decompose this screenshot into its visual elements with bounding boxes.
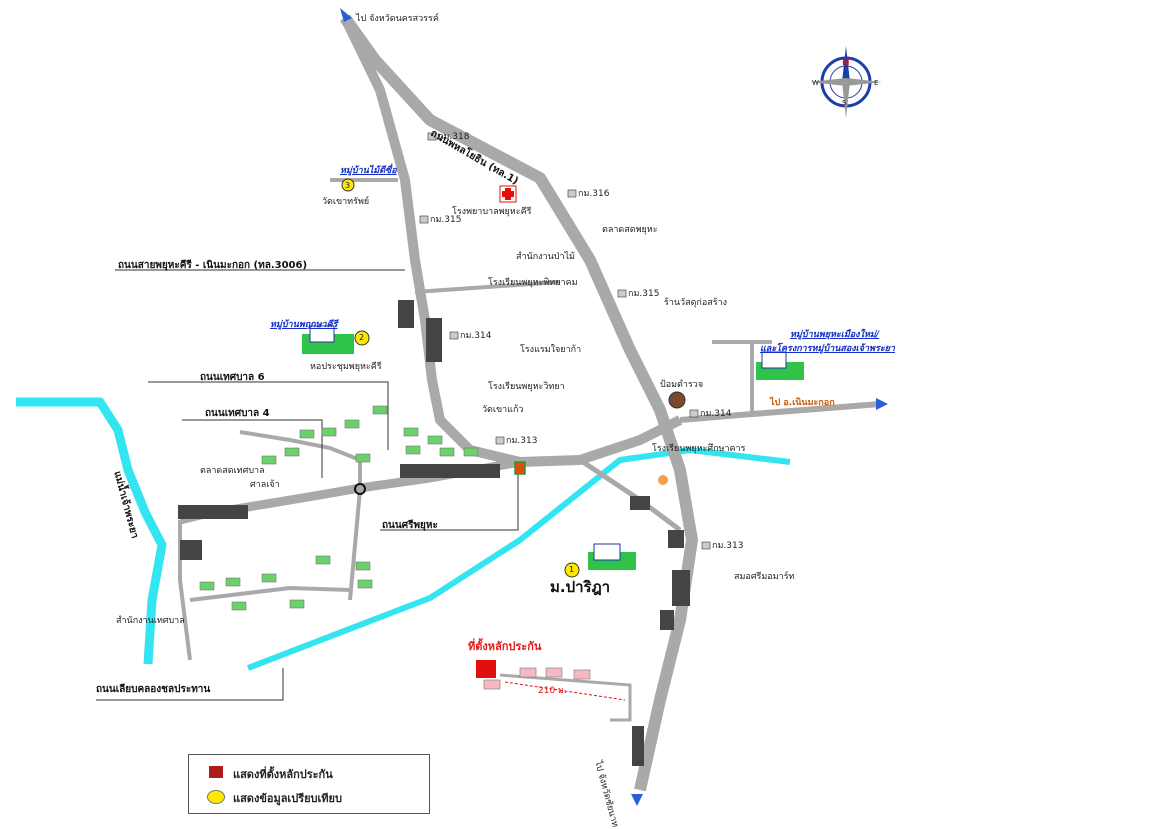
- chao-phraya-river: [16, 397, 167, 665]
- houses-pink: [483, 667, 591, 690]
- road-3006: [414, 280, 561, 294]
- shrine-icon: [658, 475, 668, 485]
- label-office-forest: สำนักงานป่าไม้: [516, 252, 575, 262]
- compass-s-label: S: [842, 99, 847, 107]
- label-supermarket: สมอศรีมอมาร์ท: [734, 572, 795, 582]
- label-num-1: 1: [569, 565, 575, 574]
- label-km315-b: กม.315: [628, 289, 660, 299]
- road-town-south: [189, 585, 351, 602]
- road-town-loop: [239, 430, 362, 601]
- label-km313-a: กม.313: [506, 436, 538, 446]
- compass-w-label: W: [812, 79, 819, 87]
- label-school-3: โรงเรียนพยุหะศึกษาคาร: [652, 444, 746, 454]
- label-market: ตลาดสดพยุหะ: [602, 225, 658, 235]
- label-village-new-2: และโครงการหมู่บ้านสองเจ้าพระยา: [760, 344, 895, 354]
- compass-rose: [810, 46, 882, 118]
- label-km314-b: กม.314: [700, 409, 732, 419]
- label-km315-a: กม.315: [430, 215, 462, 225]
- label-to-north: ไป จังหวัดนครสวรรค์: [356, 14, 439, 24]
- label-shrine: ศาลเจ้า: [250, 480, 280, 490]
- roundabout-icon: [354, 483, 366, 495]
- label-village-3: หมู่บ้านไม้ดีซื่อ: [340, 166, 397, 176]
- label-school-2: โรงเรียนพยุหะวิทยา: [488, 382, 565, 392]
- collateral-marker: [476, 660, 496, 678]
- label-km314-a: กม.314: [460, 331, 492, 341]
- seven-eleven-icon: [514, 461, 526, 475]
- arrow-east: [876, 398, 888, 410]
- arrow-south: [631, 794, 643, 806]
- label-km316: กม.316: [578, 189, 610, 199]
- houses: [199, 405, 479, 611]
- map-legend: แสดงที่ตั้งหลักประกัน แสดงข้อมูลเปรียบเท…: [188, 754, 430, 814]
- marker-2-circle: [354, 330, 370, 346]
- label-distance: 210 ม.: [538, 686, 567, 696]
- road-to-noen-makok: [679, 401, 881, 423]
- village-new-icon: [756, 351, 804, 380]
- label-village-new: หมู่บ้านพยุหะเมืองใหม่/: [790, 330, 880, 340]
- road-south-east: [578, 457, 682, 532]
- police-box-icon: [668, 391, 686, 409]
- guide-line-canal: [96, 668, 284, 701]
- label-pariya: ม.ปาริฎา: [550, 578, 611, 596]
- road-collateral: [499, 673, 632, 722]
- label-shop-construction: ร้านวัสดุก่อสร้าง: [664, 298, 728, 308]
- building-rows: [178, 300, 690, 766]
- arrow-north: [340, 8, 352, 22]
- label-num-3: 3: [345, 181, 351, 190]
- hospital-icon: [499, 185, 517, 203]
- label-hotel: โรงแรมใจยาก้า: [520, 345, 582, 355]
- label-police-box: ป้อมตำรวจ: [660, 380, 704, 390]
- label-hospital: โรงพยาบาลพยุหะคีรี: [452, 207, 532, 217]
- marker-3-circle: [341, 178, 355, 192]
- label-to-east: ไป อ.เนินมะกอก: [770, 398, 835, 408]
- label-km313-b: กม.313: [712, 541, 744, 551]
- guide-line-t4: [182, 419, 323, 478]
- label-tessaban-market: ตลาดสดเทศบาล: [200, 466, 265, 476]
- label-num-2: 2: [359, 333, 365, 342]
- pariya-village-icon: [588, 543, 636, 570]
- legend-compare-swatch: [207, 790, 225, 804]
- label-road-tessaban-6: ถนนเทศบาล 6: [200, 372, 265, 383]
- legend-collateral-swatch: [209, 766, 223, 778]
- label-district-office: สำนักงานเทศบาล: [116, 616, 185, 626]
- old-road: [340, 15, 683, 467]
- label-road-tessaban-4: ถนนเทศบาล 4: [205, 408, 270, 419]
- marker-1-circle: [564, 562, 580, 578]
- label-road-sri-phayuha: ถนนศรีพยุหะ: [382, 520, 438, 531]
- legend-collateral-label: แสดงที่ตั้งหลักประกัน: [233, 768, 333, 781]
- label-km318: กม.318: [438, 132, 470, 142]
- label-temple-khao: วัดเขาทรัพย์: [322, 197, 370, 207]
- label-hall: หอประชุมพยุหะคีรี: [310, 362, 382, 372]
- label-collateral: ที่ตั้งหลักประกัน: [468, 640, 542, 653]
- label-road-canal: ถนนเลียบคลองชลประทาน: [96, 684, 211, 695]
- highway-1-road: [340, 14, 698, 792]
- label-road-3006: ถนนสายพยุหะคีรี - เนินมะกอก (ทล.3006): [118, 260, 308, 271]
- compass-n-label: N: [842, 58, 850, 68]
- label-temple-sing: วัดเขาแก้ว: [482, 405, 524, 415]
- guide-line-sri: [380, 468, 519, 531]
- irrigation-canal: [246, 447, 791, 671]
- legend-compare-label: แสดงข้อมูลเปรียบเทียบ: [233, 792, 342, 805]
- compass-e-label: E: [874, 79, 879, 87]
- km-post-icons: [419, 132, 711, 550]
- label-school-1: โรงเรียนพยุหะพิทยาคม: [488, 278, 578, 288]
- village-2-icon: [302, 325, 354, 354]
- road-village-new: [712, 340, 772, 412]
- label-village-2: หมู่บ้านพฤกษาคีรี: [270, 320, 338, 330]
- guide-line-t6: [148, 381, 389, 450]
- distance-line: [504, 681, 626, 701]
